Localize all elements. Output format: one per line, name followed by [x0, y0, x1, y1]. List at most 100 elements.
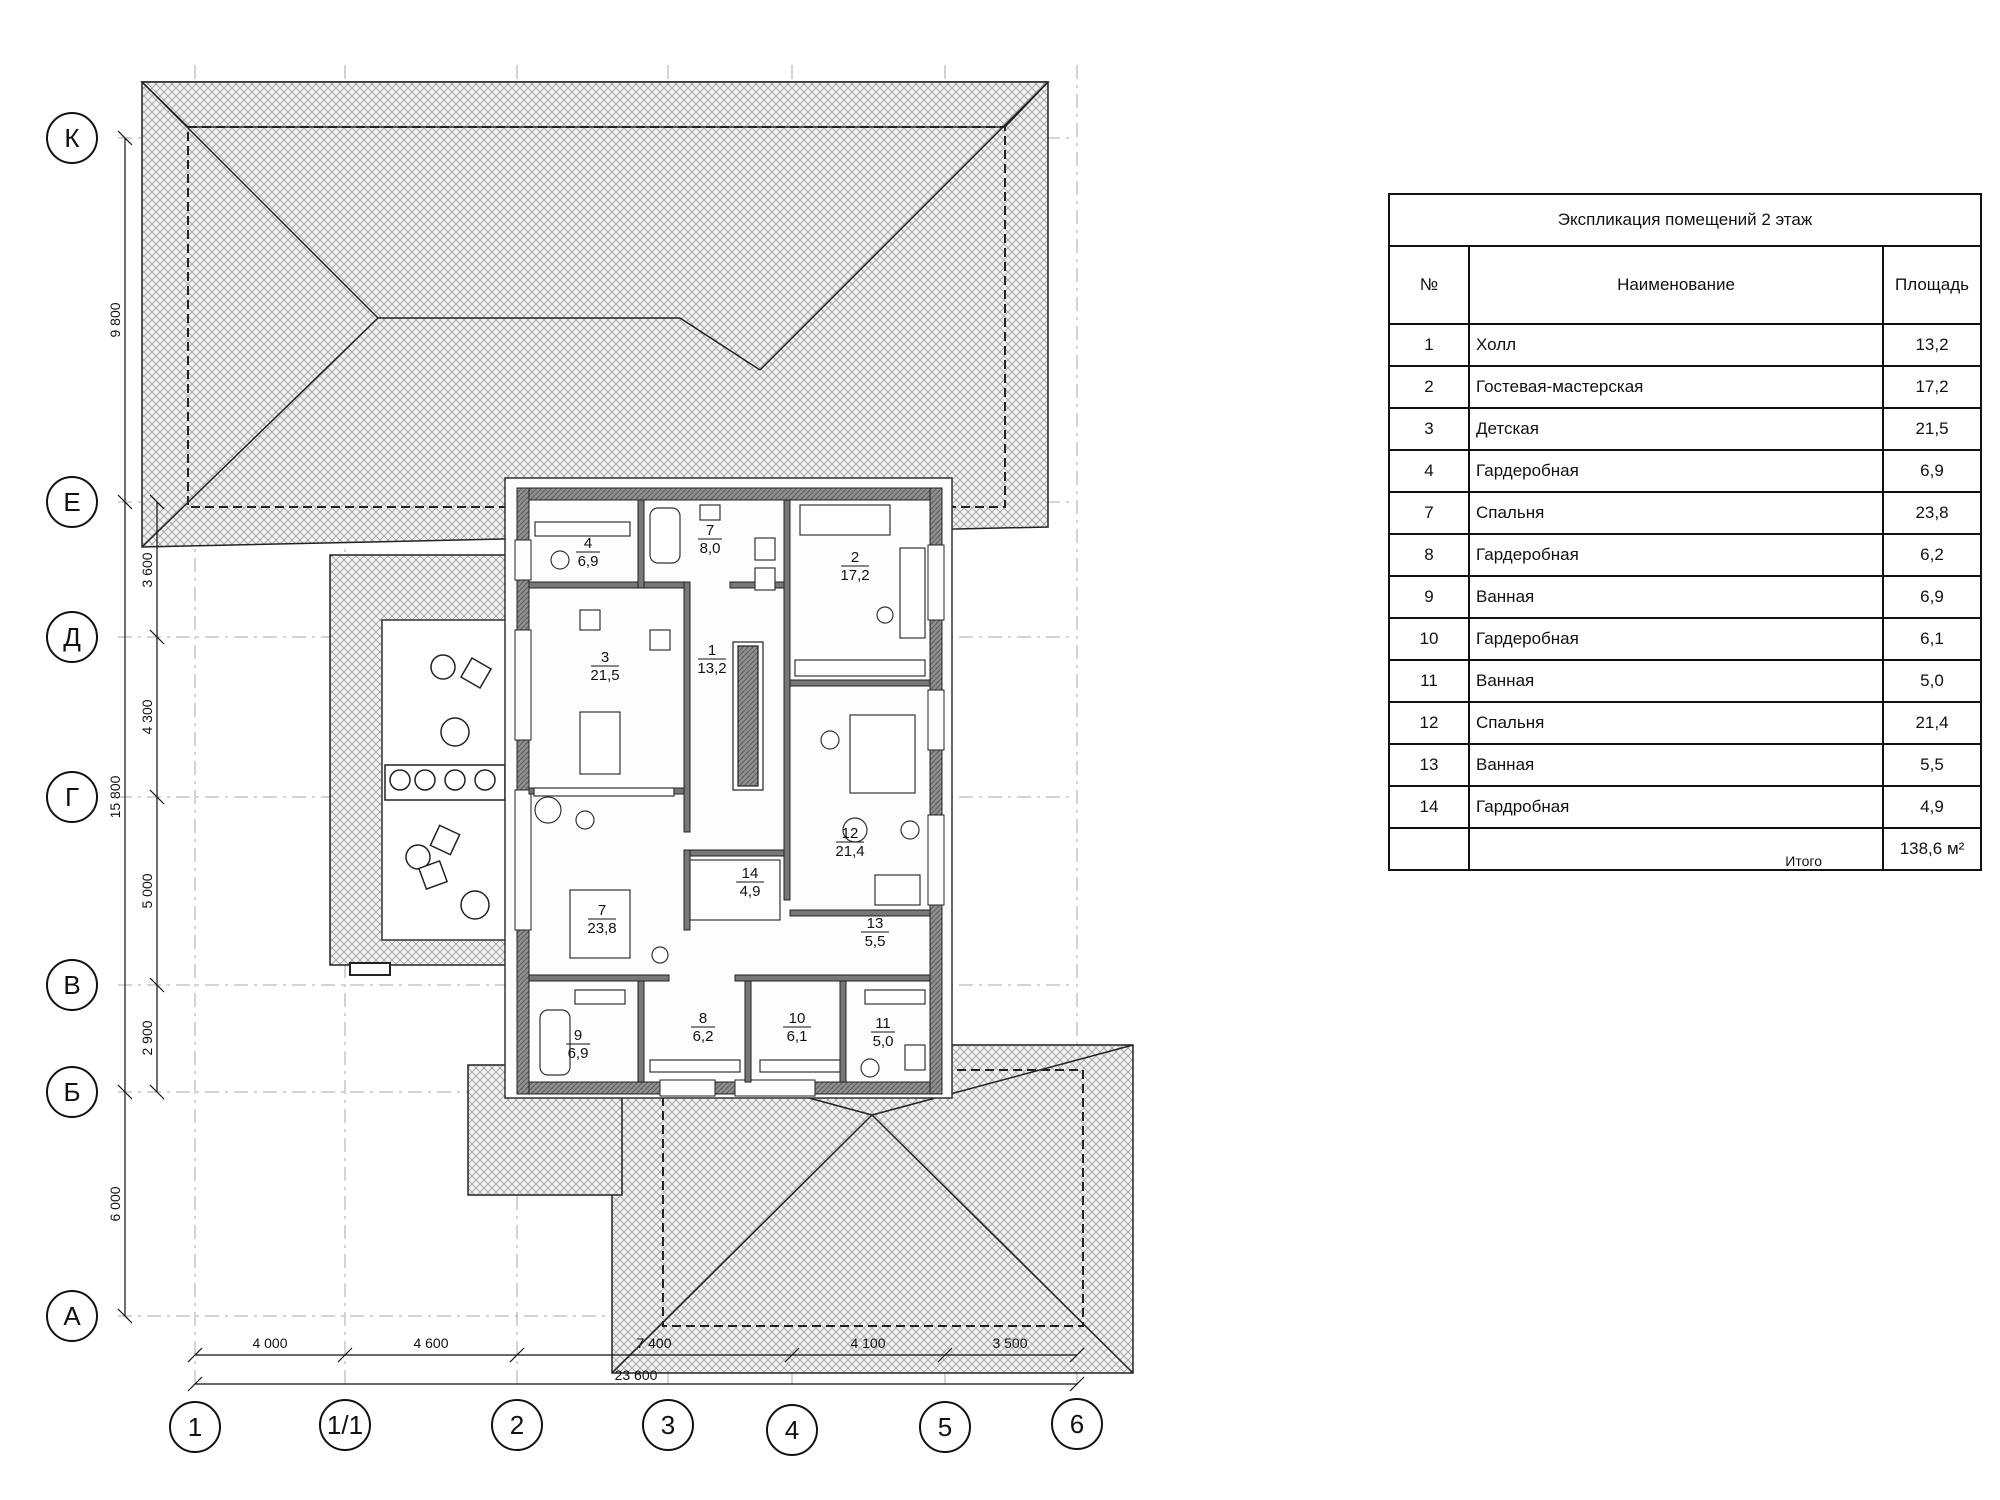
svg-text:2: 2: [851, 549, 859, 566]
axis-marker-k: К: [46, 112, 98, 164]
room-label: 4 6,9: [576, 535, 600, 570]
row-number: 9: [1388, 575, 1470, 619]
total-empty-cell: [1388, 827, 1470, 871]
row-area: 5,5: [1882, 743, 1982, 787]
row-number: 14: [1388, 785, 1470, 829]
row-area: 21,4: [1882, 701, 1982, 745]
svg-text:1: 1: [708, 642, 716, 659]
svg-text:1/1: 1/1: [327, 1410, 363, 1440]
svg-text:9: 9: [574, 1027, 582, 1044]
row-area: 13,2: [1882, 323, 1982, 367]
row-area: 6,9: [1882, 575, 1982, 619]
svg-text:6,9: 6,9: [578, 553, 599, 570]
svg-text:21,5: 21,5: [590, 667, 619, 684]
svg-text:6,2: 6,2: [693, 1028, 714, 1045]
svg-text:23 600: 23 600: [615, 1367, 658, 1383]
row-area: 6,2: [1882, 533, 1982, 577]
axis-marker-a: А: [46, 1290, 98, 1342]
svg-text:8,0: 8,0: [700, 540, 721, 557]
room-label: 7 23,8: [587, 902, 616, 937]
room-label: 10 6,1: [783, 1010, 811, 1045]
row-name: Детская: [1468, 407, 1884, 451]
svg-text:А: А: [63, 1301, 81, 1331]
row-number: 1: [1388, 323, 1470, 367]
svg-text:3: 3: [661, 1410, 675, 1440]
svg-text:4,9: 4,9: [740, 883, 761, 900]
row-name: Ванная: [1468, 743, 1884, 787]
svg-text:6: 6: [1070, 1409, 1084, 1439]
svg-text:23,8: 23,8: [587, 920, 616, 937]
svg-text:21,4: 21,4: [835, 843, 864, 860]
svg-text:Г: Г: [65, 782, 79, 812]
room-label: 13 5,5: [861, 915, 889, 950]
row-area: 17,2: [1882, 365, 1982, 409]
row-number: 10: [1388, 617, 1470, 661]
horizontal-dimension-labels: 4 000 4 600 7 400 4 100 3 500 23 600: [252, 1335, 1027, 1383]
svg-text:9 800: 9 800: [107, 302, 123, 337]
room-label: 11 5,0: [871, 1015, 895, 1050]
room-labels: 4 6,9 7 8,0 2 17,2 3 21,5 1 13,2 12 21,4: [566, 522, 895, 1062]
svg-text:4 000: 4 000: [252, 1335, 287, 1351]
svg-text:3 600: 3 600: [139, 552, 155, 587]
svg-text:4 600: 4 600: [413, 1335, 448, 1351]
column-axis-markers: 1 1/1 2 3 4 5 6: [169, 1398, 1103, 1456]
row-name: Гардеробная: [1468, 533, 1884, 577]
roof-main: [140, 81, 1050, 548]
row-name: Гостевая-мастерская: [1468, 365, 1884, 409]
row-area: 21,5: [1882, 407, 1982, 451]
table-caption-row: Экспликация помещений 2 этаж: [1388, 193, 1982, 247]
svg-text:11: 11: [875, 1015, 891, 1032]
axis-marker-2: 2: [491, 1399, 543, 1451]
row-area: 4,9: [1882, 785, 1982, 829]
axis-marker-3: 3: [642, 1399, 694, 1451]
svg-text:4: 4: [785, 1415, 799, 1445]
svg-text:5,0: 5,0: [873, 1033, 894, 1050]
svg-text:Е: Е: [63, 487, 80, 517]
row-number: 13: [1388, 743, 1470, 787]
room-explication-table: Экспликация помещений 2 этаж № Наименова…: [1388, 193, 1982, 871]
row-area: 6,9: [1882, 449, 1982, 493]
row-number: 3: [1388, 407, 1470, 451]
row-name: Холл: [1468, 323, 1884, 367]
svg-text:6 000: 6 000: [107, 1186, 123, 1221]
svg-text:10: 10: [789, 1010, 806, 1027]
row-number: 8: [1388, 533, 1470, 577]
svg-text:5 000: 5 000: [139, 873, 155, 908]
row-name: Спальня: [1468, 701, 1884, 745]
axis-marker-d: Д: [46, 611, 98, 663]
svg-text:8: 8: [699, 1010, 707, 1027]
axis-marker-e: Е: [46, 476, 98, 528]
axis-marker-1: 1: [169, 1401, 221, 1453]
svg-text:Б: Б: [63, 1077, 80, 1107]
row-axis-markers: К Е Д Г В Б А: [46, 112, 98, 1342]
row-name: Ванная: [1468, 575, 1884, 619]
room-label: 12 21,4: [835, 825, 864, 860]
header-number: №: [1388, 245, 1470, 325]
svg-text:7: 7: [598, 902, 606, 919]
svg-text:15 800: 15 800: [107, 775, 123, 818]
row-name: Спальня: [1468, 491, 1884, 535]
svg-text:4 300: 4 300: [139, 699, 155, 734]
row-number: 2: [1388, 365, 1470, 409]
svg-text:13: 13: [867, 915, 884, 932]
row-area: 5,0: [1882, 659, 1982, 703]
room-label: 2 17,2: [840, 549, 869, 584]
roof-lower: [611, 1044, 1134, 1374]
svg-text:3: 3: [601, 649, 609, 666]
row-name: Ванная: [1468, 659, 1884, 703]
room-label: 9 6,9: [566, 1027, 590, 1062]
row-name: Гардеробная: [1468, 617, 1884, 661]
svg-text:2 900: 2 900: [139, 1020, 155, 1055]
header-area: Площадь: [1882, 245, 1982, 325]
row-area: 6,1: [1882, 617, 1982, 661]
terrace-furniture: [384, 654, 506, 920]
